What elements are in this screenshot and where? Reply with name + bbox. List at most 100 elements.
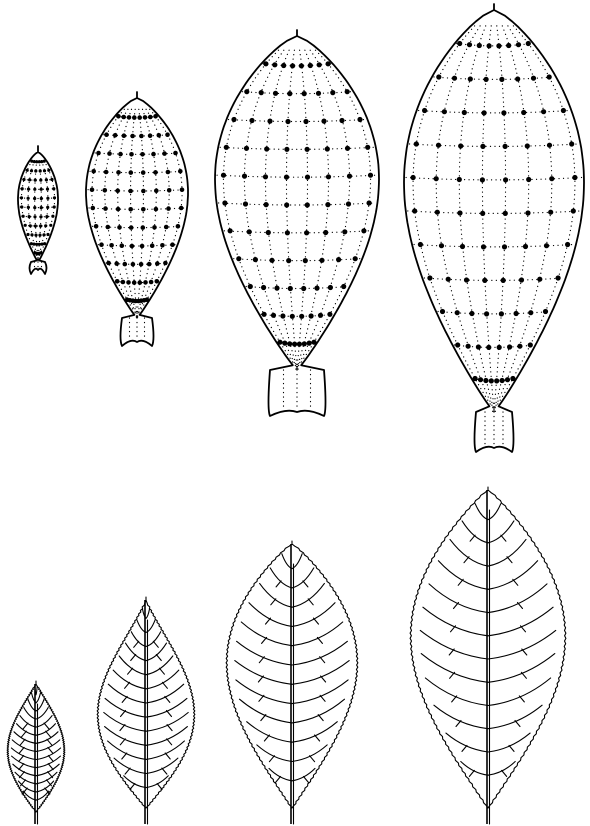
tertiary-vein: [21, 731, 26, 737]
tertiary-vein: [258, 676, 263, 682]
grid-column-line: [436, 26, 495, 412]
secondary-vein: [131, 632, 146, 647]
tertiary-vein: [456, 721, 461, 727]
grid-node-dot: [434, 176, 439, 181]
tertiary-vein: [122, 696, 127, 702]
grid-column-line: [131, 109, 138, 318]
secondary-vein: [423, 607, 488, 636]
grid-column-line: [287, 50, 298, 370]
grid-node-dot: [242, 174, 247, 179]
grid-node-dot: [481, 244, 486, 249]
tertiary-vein: [318, 715, 323, 721]
secondary-vein: [488, 539, 526, 566]
grid-node-dot: [308, 63, 313, 68]
grid-node-dot: [266, 230, 271, 235]
grid-node-dot: [347, 174, 352, 179]
tertiary-vein: [19, 756, 24, 762]
grid-row-line: [26, 170, 50, 171]
grid-node-dot: [106, 261, 111, 266]
tertiary-vein: [513, 579, 518, 585]
secondary-vein: [146, 609, 150, 618]
grid-node-dot: [519, 277, 524, 282]
grid-node-dot: [114, 261, 119, 266]
grid-row-line: [21, 189, 55, 190]
secondary-vein: [11, 748, 36, 760]
secondary-vein: [292, 622, 343, 646]
secondary-vein: [292, 745, 327, 762]
grid-node-dot: [517, 344, 522, 349]
grid-node-dot: [314, 286, 319, 291]
secondary-vein: [36, 772, 57, 784]
tertiary-vein: [20, 739, 25, 745]
grid-node-dot: [330, 90, 335, 95]
grid-row-line: [234, 259, 361, 261]
tertiary-vein: [303, 581, 308, 587]
secondary-vein: [488, 607, 553, 636]
grid-node-dot: [263, 174, 268, 179]
grid-row-line: [219, 203, 376, 205]
secondary-vein: [114, 758, 146, 773]
secondary-vein: [20, 716, 36, 728]
grid-node-dot: [155, 261, 160, 266]
grid-node-dot: [480, 144, 485, 149]
tertiary-vein: [131, 655, 136, 661]
grid-node-dot: [262, 312, 267, 317]
grid-node-dot: [249, 118, 254, 123]
grid-node-dot: [28, 178, 31, 181]
grid-node-dot: [341, 284, 346, 289]
grid-row-line: [23, 180, 53, 181]
grid-node-dot: [307, 341, 312, 346]
tertiary-vein: [315, 735, 320, 741]
tertiary-vein: [120, 739, 125, 745]
tertiary-vein: [259, 695, 264, 701]
grid-node-dot: [271, 313, 276, 318]
grid-node-dot: [478, 377, 483, 382]
secondary-vein: [425, 678, 488, 706]
secondary-vein: [292, 568, 314, 588]
grid-node-dot: [290, 314, 295, 319]
tertiary-vein: [167, 739, 172, 745]
grid-column-line: [223, 50, 298, 370]
tertiary-vein: [264, 735, 269, 741]
tertiary-vein: [48, 764, 53, 770]
grid-node-dot: [128, 189, 133, 194]
tertiary-vein: [310, 756, 315, 762]
grid-column-line: [296, 50, 328, 370]
grid-row-line: [20, 207, 55, 208]
tertiary-vein: [276, 581, 281, 587]
grid-column-line: [105, 109, 139, 318]
tertiary-vein: [46, 731, 51, 737]
grid-node-dot: [28, 215, 31, 218]
grid-node-dot: [510, 376, 515, 381]
grid-row-line: [20, 198, 56, 199]
grid-node-dot: [516, 42, 521, 47]
secondary-vein: [146, 741, 184, 759]
tertiary-vein: [122, 753, 127, 759]
grid-node-dot: [303, 258, 308, 263]
secondary-vein: [241, 622, 292, 646]
tertiary-vein: [308, 599, 313, 605]
secondary-vein: [146, 758, 178, 773]
grid-node-dot: [27, 188, 30, 191]
grid-column-line: [296, 50, 350, 370]
tertiary-vein: [44, 723, 49, 729]
grid-node-dot: [43, 160, 46, 163]
grid-node-dot: [541, 109, 546, 114]
grid-row-line: [22, 216, 54, 217]
grid-node-dot: [411, 175, 416, 180]
tertiary-vein: [464, 557, 469, 563]
tertiary-vein: [47, 739, 52, 745]
grid-node-dot: [506, 43, 511, 48]
grid-node-dot: [50, 178, 53, 181]
grid-node-dot: [40, 206, 43, 209]
grid-node-dot: [281, 63, 286, 68]
grid-row-line: [24, 225, 52, 226]
tertiary-vein: [507, 557, 512, 563]
secondary-vein: [146, 713, 188, 732]
tertiary-vein: [454, 603, 459, 609]
grid-node-dot: [46, 206, 49, 209]
grid-node-dot: [345, 89, 350, 94]
secondary-vein: [292, 603, 335, 627]
tertiary-vein: [130, 784, 135, 790]
grid-node-dot: [247, 229, 252, 234]
